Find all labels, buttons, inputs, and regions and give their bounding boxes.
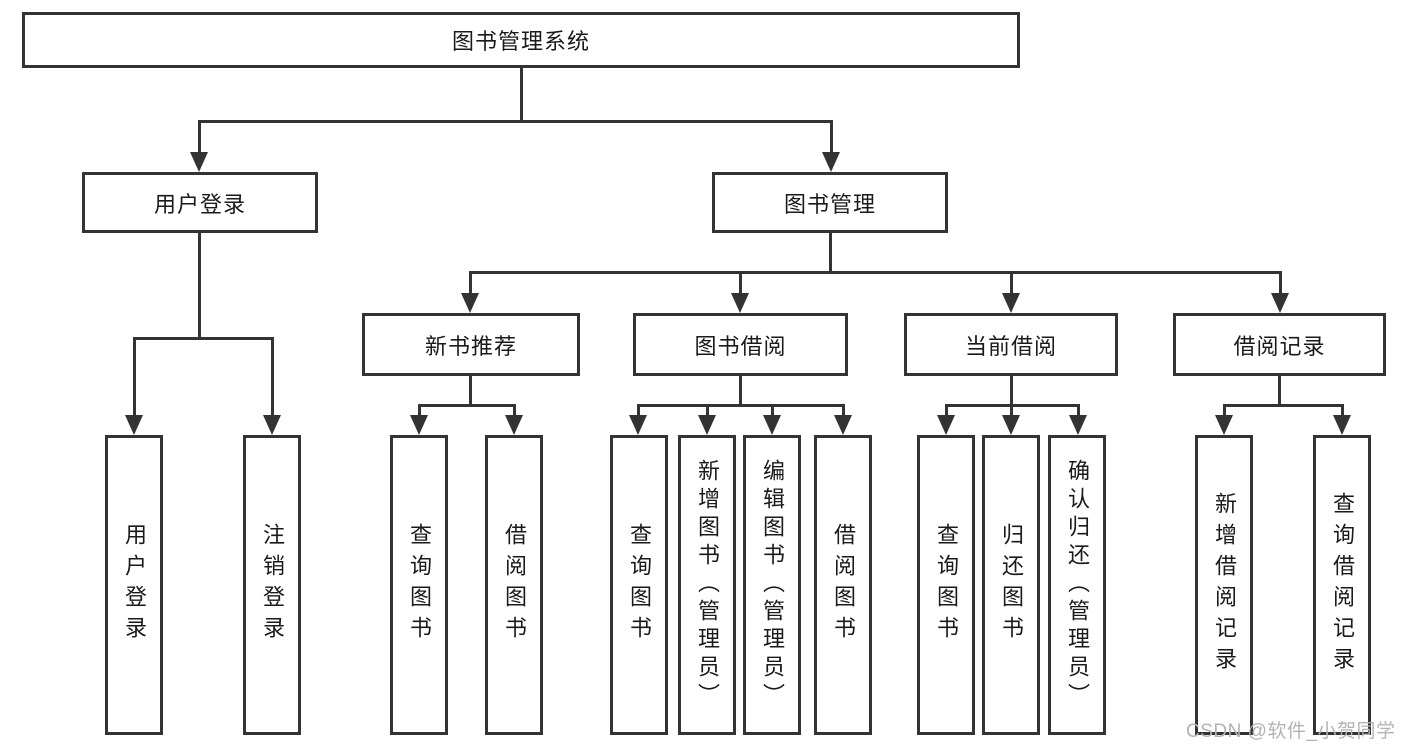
arrowhead-down-icon (937, 415, 955, 435)
connector-line (1341, 404, 1344, 417)
arrowhead-down-icon (190, 152, 208, 172)
node-label: 图书借阅 (694, 333, 787, 359)
connector-line (1278, 376, 1281, 404)
connector-line (1010, 271, 1013, 295)
node-label: 用户登录 (122, 523, 147, 647)
arrowhead-down-icon (1271, 293, 1289, 313)
node-current-borrow: 当前借阅 (904, 313, 1118, 376)
connector-line (1279, 271, 1282, 295)
connector-line (739, 271, 742, 295)
arrowhead-down-icon (1002, 293, 1020, 313)
connector-line (706, 404, 709, 417)
connector-line (945, 404, 948, 417)
node-label: 查询图书 (627, 523, 652, 647)
node-user-login: 用户登录 (82, 172, 318, 233)
leaf-recommend-query-books: 查询图书 (390, 435, 448, 735)
leaf-query-borrow-record: 查询借阅记录 (1313, 435, 1371, 735)
connector-line (842, 404, 845, 417)
connector-line (637, 404, 845, 407)
arrowhead-down-icon (731, 293, 749, 313)
leaf-logout: 注销登录 (243, 435, 301, 735)
leaf-add-books-admin: 新增图书（管理员） (678, 435, 736, 735)
leaf-edit-books-admin: 编辑图书（管理员） (743, 435, 801, 735)
node-new-book-recommend: 新书推荐 (362, 313, 580, 376)
connector-line (520, 68, 523, 120)
node-book-management: 图书管理 (712, 172, 948, 233)
connector-line (1010, 404, 1013, 417)
node-label: 用户登录 (153, 191, 246, 217)
node-label: 借阅图书 (831, 523, 856, 647)
node-label: 图书管理 (783, 191, 876, 217)
connector-line (418, 404, 516, 407)
node-label: 注销登录 (260, 523, 285, 647)
node-label: 新增借阅记录 (1212, 492, 1237, 678)
arrowhead-down-icon (125, 415, 143, 435)
node-label: 归还图书 (999, 523, 1024, 647)
node-label: 确认归还（管理员） (1065, 459, 1090, 711)
arrowhead-down-icon (834, 415, 852, 435)
leaf-confirm-return-admin: 确认归还（管理员） (1048, 435, 1106, 735)
leaf-user-login: 用户登录 (105, 435, 163, 735)
arrowhead-down-icon (1002, 415, 1020, 435)
arrowhead-down-icon (629, 415, 647, 435)
arrowhead-down-icon (763, 415, 781, 435)
csdn-watermark: CSDN @软件_小贺同学 (1186, 721, 1396, 742)
arrowhead-down-icon (505, 415, 523, 435)
arrowhead-down-icon (461, 293, 479, 313)
arrowhead-down-icon (1069, 415, 1087, 435)
connector-line (469, 376, 472, 404)
node-label: 编辑图书（管理员） (760, 459, 785, 711)
connector-line (637, 404, 640, 417)
connector-line (133, 337, 274, 340)
connector-line (513, 404, 516, 417)
node-label: 查询图书 (407, 523, 432, 647)
connector-line (469, 271, 1282, 274)
connector-line (739, 376, 742, 404)
leaf-current-query-books: 查询图书 (917, 435, 975, 735)
connector-line (198, 120, 833, 123)
node-label: 图书管理系统 (451, 29, 590, 54)
arrowhead-down-icon (1215, 415, 1233, 435)
arrowhead-down-icon (698, 415, 716, 435)
node-label: 查询借阅记录 (1330, 492, 1355, 678)
arrowhead-down-icon (822, 152, 840, 172)
node-label: 借阅记录 (1233, 333, 1326, 359)
leaf-recommend-borrow-books: 借阅图书 (485, 435, 543, 735)
leaf-return-books: 归还图书 (982, 435, 1040, 735)
leaf-add-borrow-record: 新增借阅记录 (1195, 435, 1253, 735)
connector-line (133, 337, 136, 417)
node-label: 新书推荐 (424, 333, 517, 359)
arrowhead-down-icon (263, 415, 281, 435)
node-label: 新增图书（管理员） (695, 459, 720, 711)
node-label: 当前借阅 (964, 333, 1057, 359)
connector-line (1223, 404, 1226, 417)
node-library-management-system: 图书管理系统 (22, 12, 1020, 68)
connector-line (1223, 404, 1344, 407)
connector-line (771, 404, 774, 417)
arrowhead-down-icon (410, 415, 428, 435)
connector-line (418, 404, 421, 417)
node-label: 查询图书 (934, 523, 959, 647)
connector-line (830, 120, 833, 154)
connector-line (469, 271, 472, 295)
connector-line (198, 233, 201, 337)
leaf-borrow-query-books: 查询图书 (610, 435, 668, 735)
node-book-borrow: 图书借阅 (633, 313, 848, 376)
leaf-borrow-borrow-books: 借阅图书 (814, 435, 872, 735)
arrowhead-down-icon (1333, 415, 1351, 435)
node-borrow-records: 借阅记录 (1173, 313, 1386, 376)
connector-line (271, 337, 274, 417)
connector-line (1010, 376, 1013, 404)
connector-line (1077, 404, 1080, 417)
connector-line (198, 120, 201, 154)
connector-line (829, 233, 832, 271)
node-label: 借阅图书 (502, 523, 527, 647)
